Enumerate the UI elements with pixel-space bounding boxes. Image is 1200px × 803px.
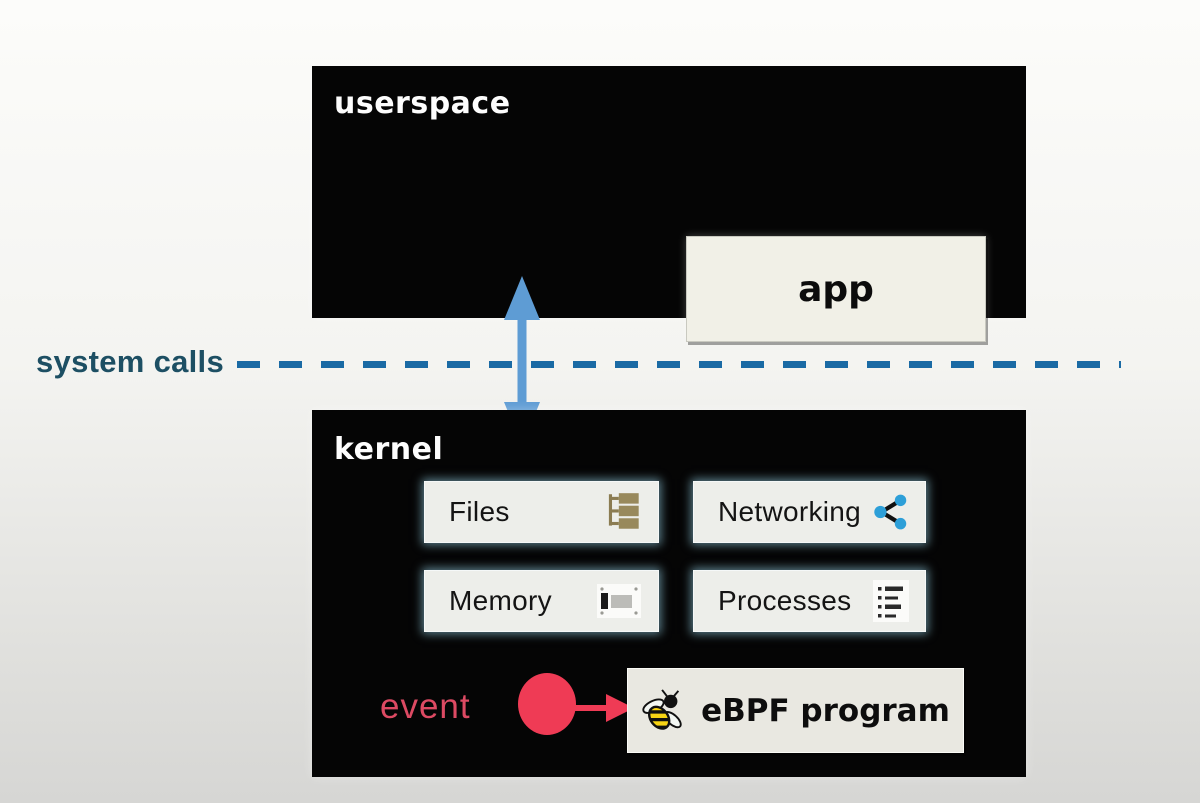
app-box: app <box>686 236 986 342</box>
kernel-box-files: Files <box>424 481 659 543</box>
share-icon <box>873 494 909 530</box>
event-arrow-icon <box>572 694 634 722</box>
kernel-box-networking: Networking <box>693 481 926 543</box>
kernel-box-processes: Processes <box>693 570 926 632</box>
memory-chip-icon <box>596 583 642 619</box>
ebpf-program-box: eBPF program <box>627 668 964 753</box>
networking-label: Networking <box>718 496 862 527</box>
app-label: app <box>798 268 874 310</box>
kernel-box-memory: Memory <box>424 570 659 632</box>
files-label: Files <box>449 496 510 527</box>
userspace-panel: userspace app <box>312 66 1026 342</box>
file-tree-icon <box>604 489 642 535</box>
system-calls-dashed-line <box>237 361 1121 368</box>
bee-icon <box>641 687 687 735</box>
system-calls-label: system calls <box>36 344 225 379</box>
kernel-label: kernel <box>334 432 444 467</box>
event-label: event <box>380 687 471 726</box>
memory-label: Memory <box>449 585 552 616</box>
userspace-label: userspace <box>334 86 511 121</box>
processes-label: Processes <box>718 585 852 616</box>
ebpf-program-label: eBPF program <box>701 692 950 729</box>
event-dot <box>518 673 576 735</box>
task-list-icon <box>873 580 909 622</box>
